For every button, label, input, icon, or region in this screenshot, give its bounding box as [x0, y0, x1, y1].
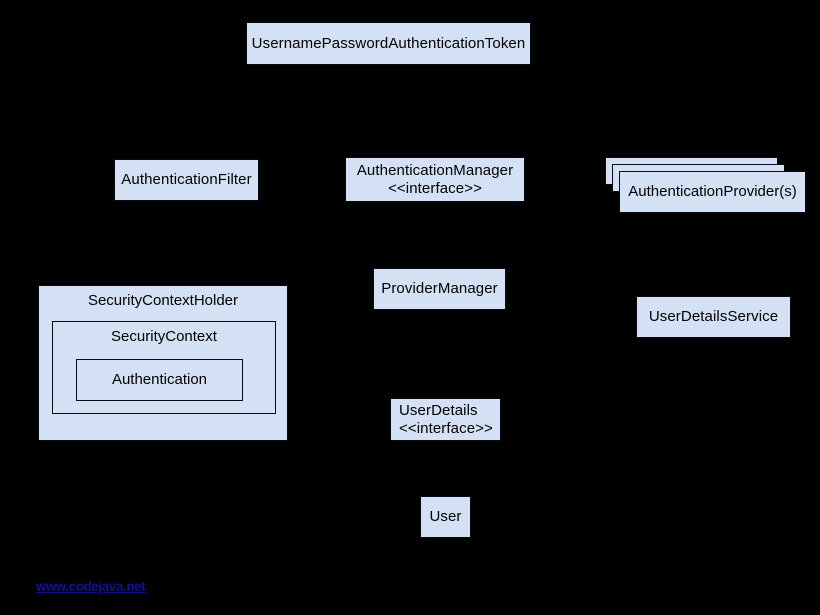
node-authentication-provider-stack[interactable]: AuthenticationProvider(s) — [605, 157, 806, 213]
node-user-details-service[interactable]: UserDetailsService — [636, 296, 791, 338]
watermark-link[interactable]: www.codejava.net — [36, 579, 146, 594]
node-authentication-provider[interactable]: AuthenticationProvider(s) — [619, 171, 806, 213]
node-authentication-label: Authentication — [111, 371, 208, 388]
group-security-context[interactable]: SecurityContext Authentication — [52, 321, 276, 414]
edge-userdetailsservice-to-userdetails — [500, 316, 636, 398]
node-user[interactable]: User — [420, 496, 471, 538]
node-authentication-filter[interactable]: AuthenticationFilter — [114, 159, 259, 201]
edge-token-to-filter — [185, 65, 389, 159]
group-security-context-holder[interactable]: SecurityContextHolder SecurityContext Au… — [38, 285, 288, 441]
group-security-context-holder-label: SecurityContextHolder — [87, 292, 239, 309]
node-user-details[interactable]: UserDetails <<interface>> — [390, 398, 501, 441]
node-authentication-manager[interactable]: AuthenticationManager <<interface>> — [345, 157, 525, 202]
group-security-context-label: SecurityContext — [111, 328, 217, 345]
node-authentication[interactable]: Authentication — [76, 359, 243, 401]
node-username-password-authentication-token[interactable]: UsernamePasswordAuthenticationToken — [246, 22, 531, 65]
node-provider-manager[interactable]: ProviderManager — [373, 268, 506, 310]
